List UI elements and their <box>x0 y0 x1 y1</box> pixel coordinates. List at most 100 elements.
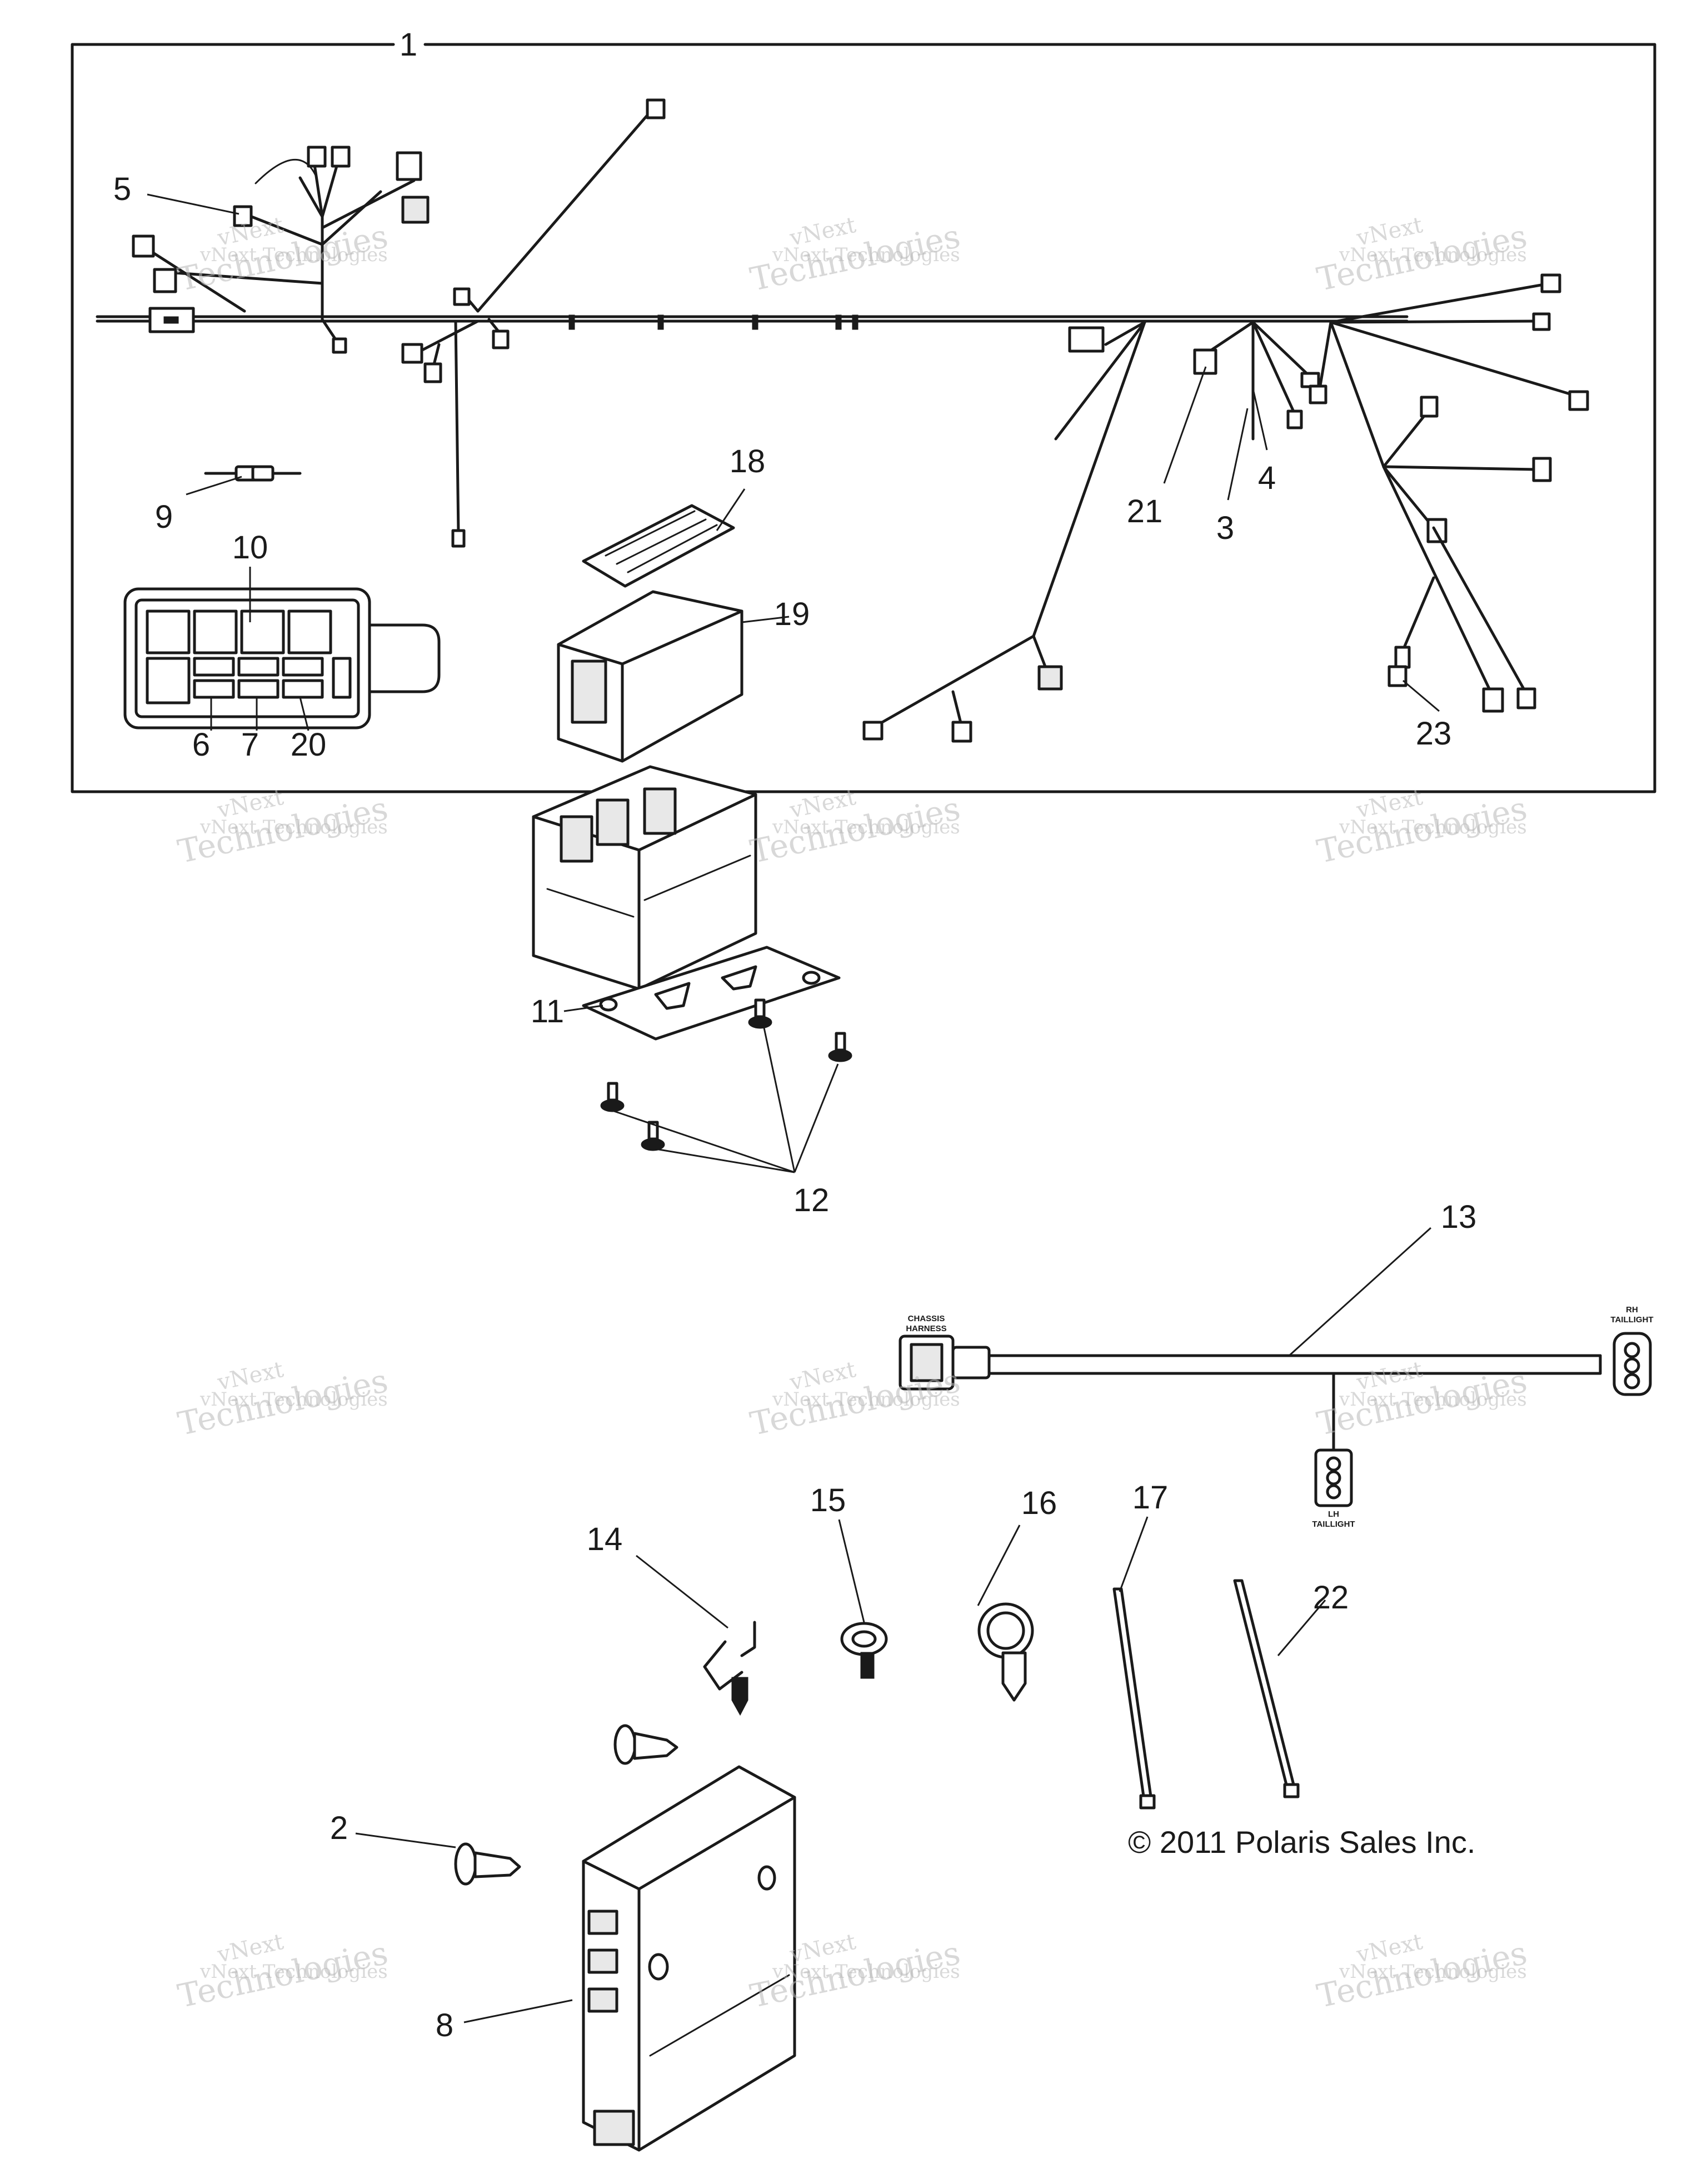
control-module <box>582 1765 796 2152</box>
fuse <box>193 657 235 677</box>
connector <box>1387 665 1407 687</box>
connector <box>646 98 666 119</box>
callout-7: 7 <box>241 727 259 763</box>
watermark: vNext Technologies vNext Technologies <box>1314 1929 1530 2015</box>
fuse <box>237 657 279 677</box>
jumper-link <box>204 465 302 482</box>
fuse-relay-box <box>123 587 441 729</box>
fuse <box>193 679 235 699</box>
callout-17: 17 <box>1132 1480 1169 1516</box>
connector <box>401 196 430 224</box>
callout-19: 19 <box>774 596 810 632</box>
connector <box>1482 687 1504 713</box>
large-cable-clamp <box>977 1602 1034 1702</box>
connector <box>396 151 422 181</box>
connector <box>1540 273 1561 293</box>
watermark: vNext Technologies vNext Technologies <box>1314 212 1530 298</box>
callout-15: 15 <box>810 1482 846 1518</box>
connector <box>453 287 471 306</box>
connector <box>331 146 351 168</box>
callout-22: 22 <box>1313 1580 1349 1616</box>
relay <box>240 609 285 654</box>
connector <box>1516 687 1536 709</box>
connector <box>332 337 347 354</box>
connector <box>1068 326 1105 353</box>
push-rivet <box>454 1724 678 1886</box>
watermark: vNext Technologies vNext Technologies <box>1314 784 1530 871</box>
leader-lines <box>147 193 1440 2023</box>
callout-5: 5 <box>113 171 131 207</box>
callout-numbers: 1 5 9 10 6 7 20 18 19 21 3 4 23 11 12 13… <box>113 27 1476 2043</box>
connector <box>1037 665 1063 691</box>
callout-14: 14 <box>587 1521 623 1557</box>
connector <box>951 721 972 743</box>
watermark: vNext Technologies vNext Technologies <box>747 1357 964 1443</box>
connector <box>401 343 423 364</box>
mounting-plate <box>582 946 841 1041</box>
rh-taillight-label: TAILLIGHT <box>1610 1315 1653 1325</box>
svg-text:vNext Technologies: vNext Technologies <box>1339 816 1527 838</box>
connector <box>153 268 177 293</box>
fastener <box>828 1032 852 1062</box>
connector <box>307 146 327 168</box>
cable-tie-17 <box>1112 1587 1156 1810</box>
connector <box>1286 409 1303 429</box>
fuse-label-decal <box>582 504 735 588</box>
svg-text:vNext Technologies: vNext Technologies <box>199 1961 388 1983</box>
svg-text:vNext Technologies: vNext Technologies <box>1339 1388 1527 1411</box>
copyright-notice: © 2011 Polaris Sales Inc. <box>1128 1825 1475 1860</box>
clip-bracket <box>703 1621 756 1716</box>
main-harness <box>96 98 1589 743</box>
watermarks: vNext Technologies vNext Technologies vN… <box>174 212 1530 2015</box>
chassis-harness-label: CHASSIS <box>908 1314 945 1323</box>
cable-tie-22 <box>1233 1579 1300 1798</box>
callout-6: 6 <box>192 727 210 763</box>
lh-taillight-label: TAILLIGHT <box>1312 1520 1355 1529</box>
harness-frame <box>71 43 1656 793</box>
callout-2: 2 <box>330 1810 348 1846</box>
svg-text:vNext Technologies: vNext Technologies <box>199 816 388 838</box>
fuse <box>282 679 324 699</box>
push-fasteners <box>600 998 852 1151</box>
relay <box>193 609 238 654</box>
svg-text:vNext Technologies: vNext Technologies <box>772 816 960 838</box>
callout-20: 20 <box>291 727 327 763</box>
fastener <box>641 1121 665 1151</box>
watermark: vNext Technologies vNext Technologies <box>174 1929 391 2015</box>
connector <box>1300 372 1320 388</box>
svg-text:vNext Technologies: vNext Technologies <box>199 244 388 266</box>
svg-text:vNext Technologies: vNext Technologies <box>1339 244 1527 266</box>
callout-23: 23 <box>1416 716 1452 752</box>
connector <box>1532 457 1552 482</box>
connector <box>423 362 442 383</box>
connector <box>233 205 253 227</box>
lh-taillight-label: LH <box>1328 1510 1339 1519</box>
connector <box>1568 390 1589 411</box>
connector <box>492 329 510 349</box>
connector <box>1394 646 1411 669</box>
callout-8: 8 <box>436 2007 453 2043</box>
svg-text:vNext Technologies: vNext Technologies <box>772 1388 960 1411</box>
connector <box>132 234 155 258</box>
callout-4: 4 <box>1258 460 1276 496</box>
taillight-harness: CHASSIS HARNESS RH TAILLIGHT LH TAILLIGH… <box>899 1305 1654 1529</box>
watermark: vNext Technologies vNext Technologies <box>174 784 391 871</box>
callout-11: 11 <box>531 993 564 1029</box>
callout-10: 10 <box>232 529 268 566</box>
connector <box>1420 396 1439 418</box>
fuse-box-body <box>532 765 757 991</box>
svg-text:vNext Technologies: vNext Technologies <box>199 1388 388 1411</box>
callout-16: 16 <box>1021 1485 1057 1521</box>
watermark: vNext Technologies vNext Technologies <box>1314 1357 1530 1443</box>
connector <box>1309 384 1327 404</box>
callout-9: 9 <box>155 499 173 535</box>
connector <box>1426 518 1448 543</box>
svg-text:vNext Technologies: vNext Technologies <box>772 244 960 266</box>
relay <box>146 609 191 654</box>
watermark: vNext Technologies vNext Technologies <box>174 212 391 298</box>
chassis-harness-label: HARNESS <box>906 1324 946 1333</box>
callout-18: 18 <box>730 443 766 479</box>
watermark: vNext Technologies vNext Technologies <box>747 212 964 298</box>
connector <box>451 529 466 548</box>
